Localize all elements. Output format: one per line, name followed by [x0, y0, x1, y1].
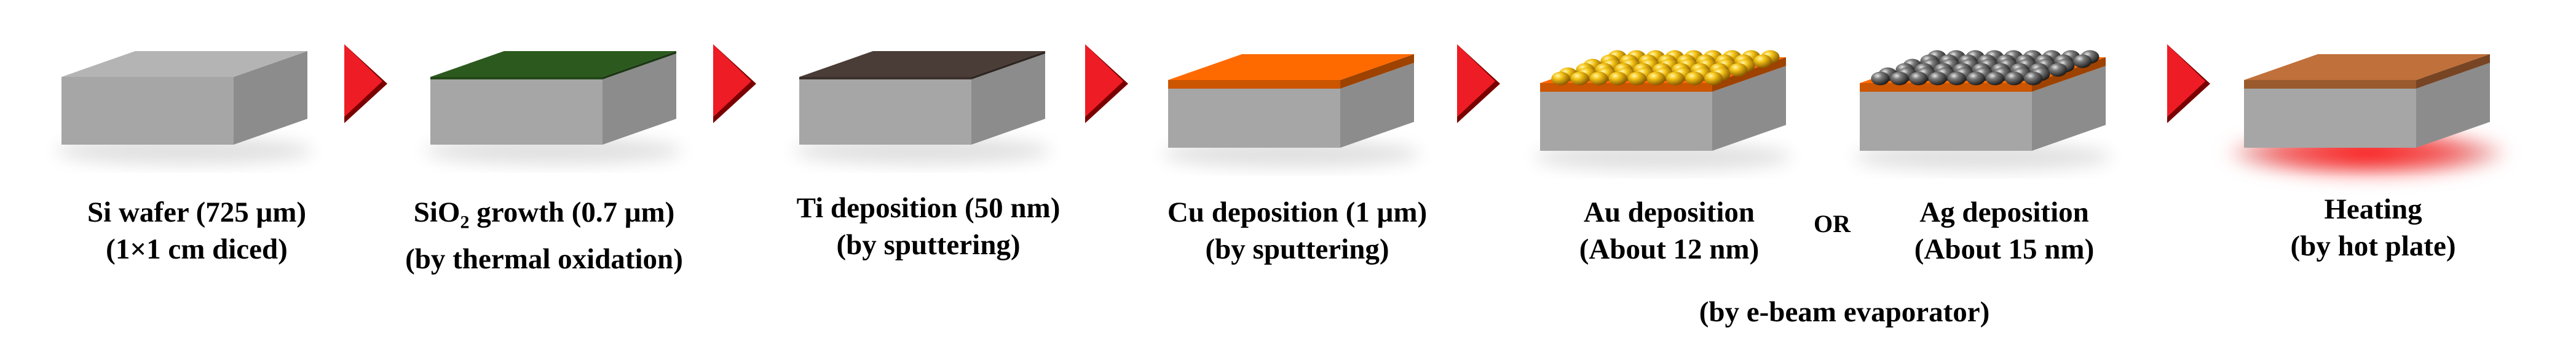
step-3-line1: Ti deposition (50 nm) [796, 192, 1061, 224]
top-surface [1168, 54, 1414, 80]
wafer-block-4 [1162, 54, 1420, 167]
arrow-right-icon [1085, 44, 1128, 123]
wafer-block-6 [1854, 50, 2112, 170]
step-label-ti: Ti deposition (50 nm) (by sputtering) [797, 190, 1061, 263]
step-7-line2: (by hot plate) [2290, 230, 2456, 262]
wafer-block-5 [1534, 50, 1792, 170]
step-label-heating: Heating (by hot plate) [2291, 191, 2456, 265]
arrow-right-icon [344, 44, 387, 123]
top-surface [799, 51, 1045, 77]
wafer-block-2 [424, 51, 682, 164]
step-2-line1: SiO2 growth (0.7 μm) [413, 196, 675, 233]
step-label-ag: Ag deposition (About 15 nm) [1914, 194, 2094, 268]
step-label-au: Au deposition (About 12 nm) [1579, 194, 1759, 268]
arrow-right-icon [713, 44, 756, 123]
wafer-block-1 [55, 51, 314, 164]
step-7-line1: Heating [2324, 193, 2422, 225]
step-5-line1: Au deposition [1583, 196, 1755, 228]
top-surface [61, 51, 307, 77]
step-4-line1: Cu deposition (1 μm) [1167, 196, 1428, 228]
wafer-block-7 [2221, 54, 2513, 179]
wafer-block-3 [793, 51, 1051, 164]
top-surface [430, 51, 676, 77]
step-label-si-wafer: Si wafer (725 μm) (1×1 cm diced) [87, 194, 306, 268]
step-6-line1: Ag deposition [1919, 196, 2089, 228]
arrow-right-icon [1457, 44, 1500, 123]
step-1-line1: Si wafer (725 μm) [87, 196, 307, 228]
top-surface [2244, 54, 2490, 80]
ebeam-footer-label: (by e-beam evaporator) [1699, 296, 1990, 328]
or-label: OR [1814, 210, 1851, 238]
step-label-sio2: SiO2 growth (0.7 μm) (by thermal oxidati… [405, 194, 683, 278]
step-3-line2: (by sputtering) [836, 229, 1021, 261]
step-1-line2: (1×1 cm diced) [106, 233, 288, 265]
step-5-line2: (About 12 nm) [1579, 233, 1760, 265]
step-4-line2: (by sputtering) [1205, 233, 1389, 265]
step-2-line2: (by thermal oxidation) [405, 243, 683, 276]
step-6-line2: (About 15 nm) [1914, 233, 2095, 265]
step-label-cu: Cu deposition (1 μm) (by sputtering) [1167, 194, 1427, 268]
arrow-right-icon [2167, 44, 2210, 123]
